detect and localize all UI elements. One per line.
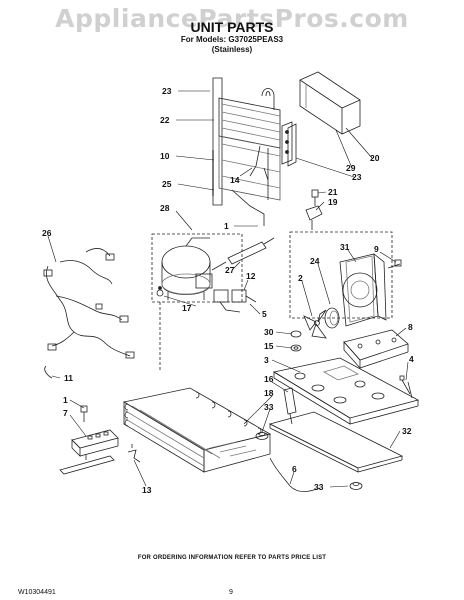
diagram-title: UNIT PARTS <box>190 19 274 35</box>
foam-strip <box>287 123 297 167</box>
tubing-clip <box>127 444 141 463</box>
callout-25: 25 <box>162 179 172 189</box>
drain-pan <box>268 411 404 473</box>
callout-14: 14 <box>230 175 240 185</box>
drain-tube <box>269 457 321 492</box>
callout-9: 9 <box>374 244 379 254</box>
callout-33a: 33 <box>264 402 274 412</box>
grommets <box>290 330 302 352</box>
base-pan <box>272 357 420 425</box>
callout-16: 16 <box>264 374 274 384</box>
mounting-strap <box>59 454 115 475</box>
filter-drier <box>211 237 275 271</box>
callout-30: 30 <box>264 327 274 337</box>
callout-18: 18 <box>264 388 274 398</box>
callout-19: 19 <box>328 197 338 207</box>
callout-33b: 33 <box>314 482 324 492</box>
callout-7: 7 <box>63 408 68 418</box>
document-id: W10304491 <box>18 589 56 596</box>
callout-28: 28 <box>160 203 170 213</box>
callout-26: 26 <box>42 228 52 238</box>
callout-2: 2 <box>298 273 303 283</box>
machine-compartment-outline <box>289 231 393 319</box>
callout-4: 4 <box>409 354 414 364</box>
condenser-assembly <box>212 77 293 226</box>
model-finish: (Stainless) <box>211 45 253 54</box>
callout-13: 13 <box>142 485 152 495</box>
callout-31: 31 <box>340 242 350 252</box>
callout-20: 20 <box>370 153 380 163</box>
ordering-note: FOR ORDERING INFORMATION REFER TO PARTS … <box>137 555 327 561</box>
callout-5: 5 <box>262 309 267 319</box>
callout-29: 29 <box>346 163 356 173</box>
callout-15: 15 <box>264 341 274 351</box>
callout-leaders <box>47 90 409 488</box>
callout-32: 32 <box>402 426 412 436</box>
mounting-bracket <box>343 329 409 370</box>
screw-and-clip <box>305 189 323 230</box>
jumper-wire <box>44 365 53 379</box>
start-relay <box>213 289 257 313</box>
page-number: 9 <box>229 589 233 596</box>
terminal-block <box>71 405 119 457</box>
condenser-fan <box>303 307 340 339</box>
callout-27: 27 <box>225 265 235 275</box>
leveling-feet <box>255 432 363 490</box>
fan-shroud <box>339 253 402 327</box>
air-duct <box>299 71 361 135</box>
callout-23a: 23 <box>162 86 172 96</box>
model-info: For Models: G37025PEAS3 (Stainless) <box>0 35 464 55</box>
callout-22: 22 <box>160 115 170 125</box>
callout-1b: 1 <box>63 395 68 405</box>
callout-21: 21 <box>328 187 338 197</box>
callout-labels: 23 22 10 14 25 28 1 26 27 12 17 5 20 29 … <box>42 86 414 495</box>
defrost-heater <box>283 387 297 425</box>
callout-8: 8 <box>408 322 413 332</box>
callout-17: 17 <box>182 303 192 313</box>
callout-1a: 1 <box>224 221 229 231</box>
callout-11: 11 <box>64 373 73 383</box>
model-number: For Models: G37025PEAS3 <box>180 35 284 44</box>
callout-24: 24 <box>310 256 320 266</box>
screw <box>399 375 411 395</box>
callout-23b: 23 <box>352 172 362 182</box>
compressor-group <box>151 233 243 370</box>
wiring-harness <box>43 248 135 359</box>
callout-12: 12 <box>246 271 256 281</box>
watermark: AppliancePartsPros.com <box>55 4 409 33</box>
callout-10: 10 <box>160 151 170 161</box>
callout-3: 3 <box>264 355 269 365</box>
callout-6: 6 <box>292 464 297 474</box>
evaporator-coil <box>122 387 272 473</box>
